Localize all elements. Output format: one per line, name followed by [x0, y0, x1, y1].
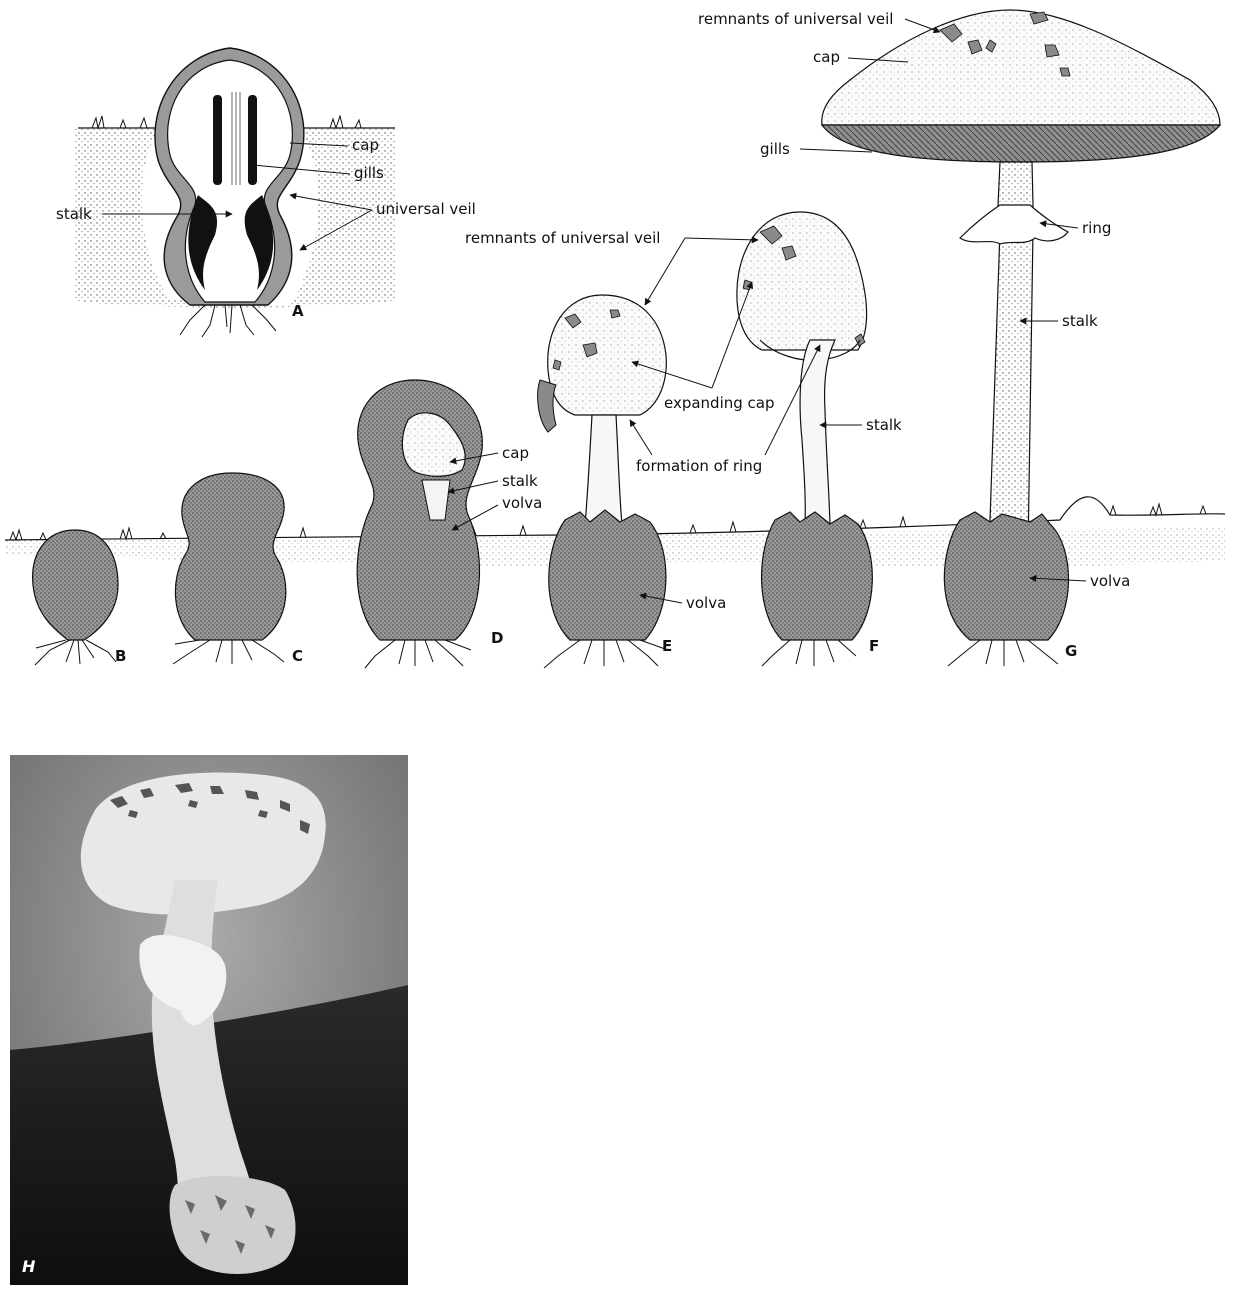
label-stalk-f: stalk — [866, 416, 902, 434]
roots-d — [365, 640, 471, 668]
gill-right — [248, 95, 257, 185]
label-cap-d: cap — [502, 444, 529, 462]
label-formation-of-ring: formation of ring — [636, 457, 762, 475]
stage-letter-e: E — [662, 637, 672, 655]
label-volva-e: volva — [686, 594, 726, 612]
label-gills-a: gills — [354, 164, 384, 182]
leader-remnants-f — [685, 238, 758, 240]
leader-remnants-g — [905, 19, 940, 32]
stage-letter-f: F — [869, 637, 879, 655]
roots-g — [948, 640, 1058, 666]
stalk-e — [585, 415, 622, 525]
roots-e — [544, 640, 668, 668]
photo-letter-h: H — [22, 1257, 36, 1276]
stage-f: stalk F — [737, 212, 902, 666]
label-cap-g: cap — [813, 48, 840, 66]
stage-letter-b: B — [115, 647, 126, 665]
leader-ring-e — [630, 420, 652, 455]
button-c-body — [175, 473, 285, 640]
leader-remnants-e — [645, 238, 685, 305]
label-stalk-g: stalk — [1062, 312, 1098, 330]
cap-f — [737, 212, 867, 350]
leader-gills-g — [800, 149, 872, 152]
label-remnants-g: remnants of universal veil — [698, 10, 893, 28]
volva-e — [549, 510, 666, 640]
stage-e: volva E — [538, 295, 727, 668]
gill-left — [213, 95, 222, 185]
gills-g — [822, 125, 1220, 162]
label-stalk-d: stalk — [502, 472, 538, 490]
roots-b — [35, 640, 116, 665]
label-remnants-ef: remnants of universal veil — [465, 229, 660, 247]
stage-c: C — [173, 473, 303, 665]
volva-f — [762, 512, 873, 640]
button-b-body — [33, 530, 118, 640]
panel-a-cross-section: cap gills stalk universal veil A — [56, 48, 476, 337]
roots-a — [180, 305, 276, 337]
label-volva-g: volva — [1090, 572, 1130, 590]
label-cap-a: cap — [352, 136, 379, 154]
volva-g — [944, 512, 1068, 640]
label-stalk-a: stalk — [56, 205, 92, 223]
stage-letter-d: D — [491, 629, 503, 647]
photo-h: H — [10, 755, 408, 1285]
label-volva-d: volva — [502, 494, 542, 512]
stalk-f — [800, 340, 835, 525]
veil-flap-e — [538, 380, 556, 432]
stage-letter-a: A — [292, 302, 304, 320]
label-gills-g: gills — [760, 140, 790, 158]
stage-letter-g: G — [1065, 642, 1077, 660]
cap-e — [548, 295, 667, 415]
stage-letter-c: C — [292, 647, 303, 665]
roots-f — [762, 640, 856, 666]
label-expanding-cap: expanding cap — [664, 394, 775, 412]
label-ring-g: ring — [1082, 219, 1111, 237]
roots-c — [173, 640, 284, 664]
label-universal-veil-a: universal veil — [376, 200, 476, 218]
stage-d: cap stalk volva D — [357, 380, 542, 668]
